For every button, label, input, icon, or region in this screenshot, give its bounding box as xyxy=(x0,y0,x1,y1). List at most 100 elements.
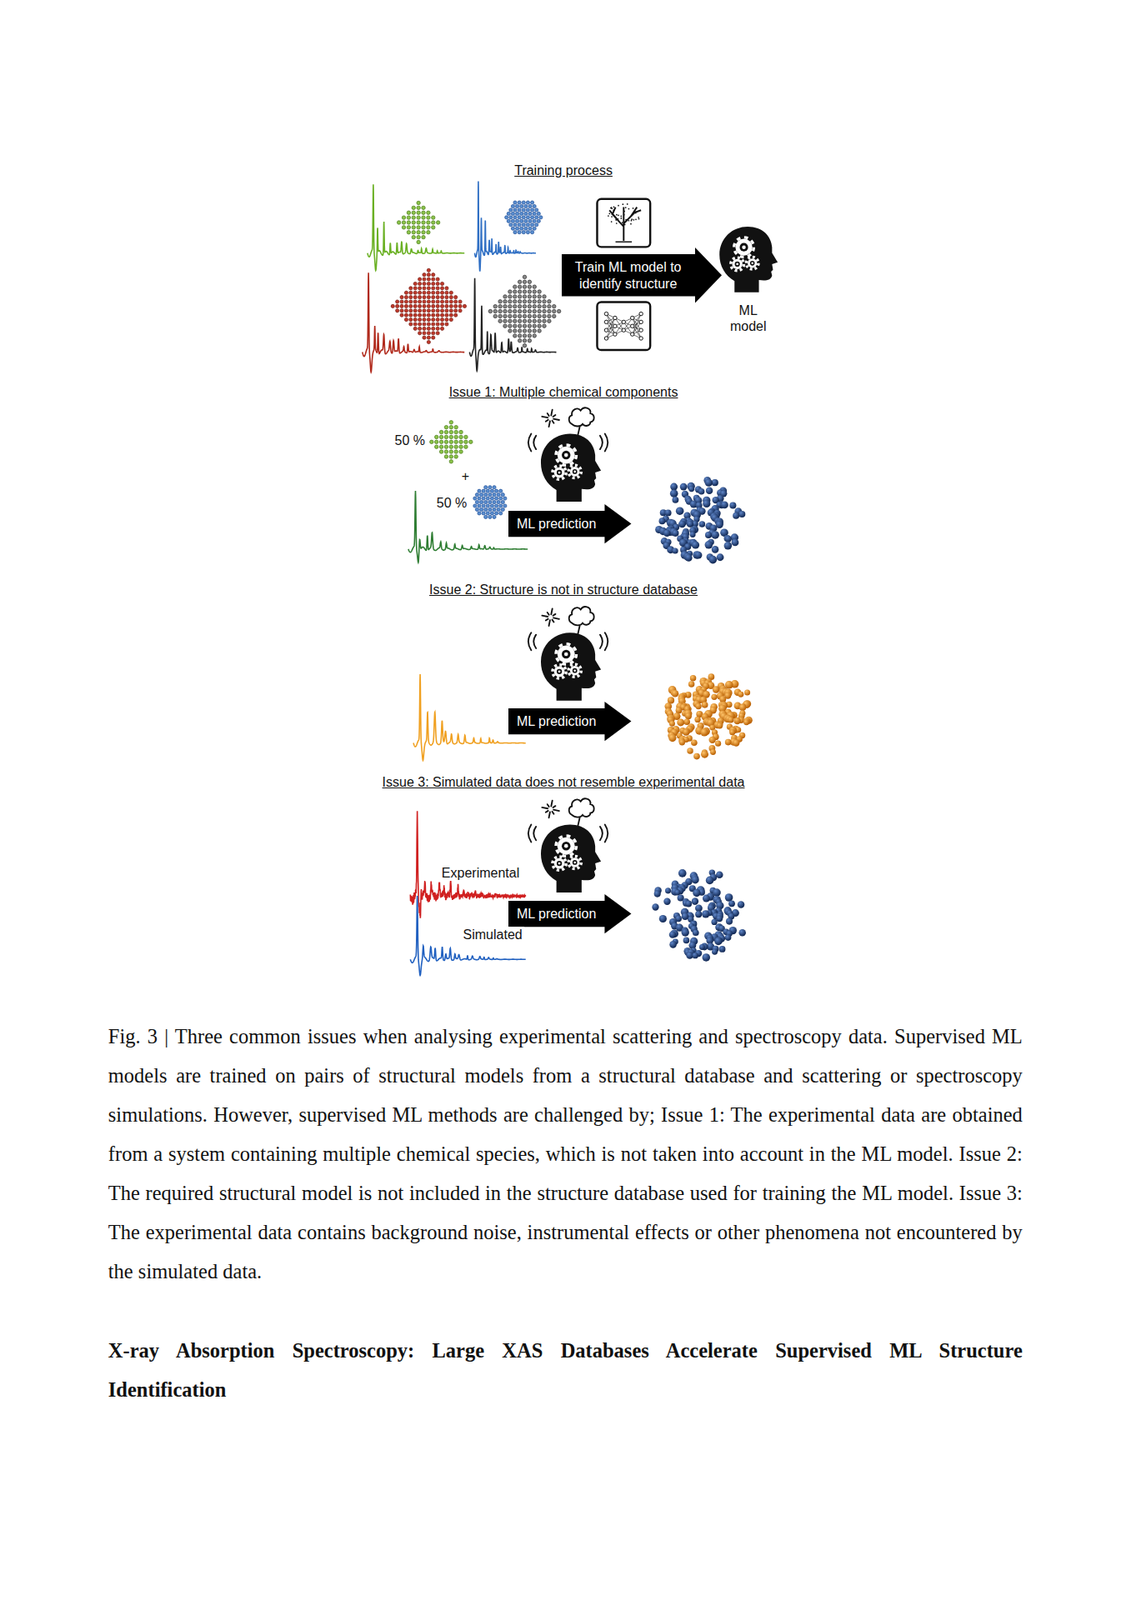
cluster-structure xyxy=(517,215,521,220)
lattice-structure xyxy=(527,339,531,343)
cluster-structure xyxy=(496,500,501,504)
lattice-structure xyxy=(395,300,400,304)
lattice-structure xyxy=(513,295,517,299)
cluster-structure xyxy=(517,208,521,212)
brain-head-icon xyxy=(569,407,595,426)
lattice-structure xyxy=(527,314,531,318)
lattice-structure xyxy=(409,295,413,300)
predicted-structure xyxy=(739,704,746,711)
predicted-structure xyxy=(743,717,751,725)
brain-head-icon xyxy=(552,465,566,480)
predicted-structure xyxy=(678,520,686,528)
lattice-structure xyxy=(431,335,436,340)
cluster-structure xyxy=(473,485,507,520)
brain-head-icon xyxy=(549,811,551,818)
lattice-structure xyxy=(400,300,404,304)
lattice-structure xyxy=(421,230,426,235)
neural-network-icon xyxy=(596,302,651,351)
predicted-structure xyxy=(725,934,732,941)
neural-network-icon xyxy=(639,311,643,316)
lattice-structure xyxy=(498,319,502,323)
lattice-structure xyxy=(440,326,444,331)
lattice-structure xyxy=(552,314,556,318)
cluster-structure xyxy=(500,500,505,504)
lattice-structure xyxy=(406,215,411,220)
brain-head-icon xyxy=(568,664,581,677)
brain-head-icon xyxy=(564,652,569,657)
brain-head-icon xyxy=(528,798,608,842)
brain-head-icon xyxy=(550,410,552,416)
lattice-structure xyxy=(416,230,421,235)
brain-head-icon xyxy=(577,817,580,826)
predicted-structure xyxy=(725,535,732,543)
lattice-structure xyxy=(439,445,443,449)
predicted-structure xyxy=(738,510,746,518)
decision-tree-icon xyxy=(615,241,633,243)
lattice-structure xyxy=(454,440,458,444)
decision-tree-icon xyxy=(620,217,623,220)
lattice-structure xyxy=(517,295,521,299)
lattice-structure xyxy=(431,277,436,281)
cluster-structure xyxy=(535,223,539,227)
lattice-structure xyxy=(411,215,416,220)
neural-network-icon xyxy=(615,321,624,335)
brain-head-icon xyxy=(731,259,742,270)
neural-network-icon xyxy=(604,320,608,324)
lattice-structure xyxy=(435,286,440,291)
lattice-structure xyxy=(508,314,512,318)
lattice-structure xyxy=(537,314,541,318)
brain-head-icon xyxy=(547,804,550,807)
lattice-structure xyxy=(532,319,536,323)
decision-tree-icon xyxy=(621,203,624,206)
predicted-structure xyxy=(727,716,734,723)
lattice-structure xyxy=(401,220,406,225)
lattice-structure xyxy=(422,290,426,295)
predicted-structure xyxy=(725,893,734,902)
predicted-structure xyxy=(681,928,690,936)
lattice-structure xyxy=(431,309,436,313)
predicted-structure xyxy=(705,876,715,886)
lattice-structure xyxy=(449,455,453,459)
lattice-structure xyxy=(418,286,422,291)
brain-head-icon xyxy=(540,632,601,701)
lattice-structure xyxy=(426,318,431,322)
cluster-structure xyxy=(520,211,524,216)
cluster-structure xyxy=(484,493,488,497)
predicted-structure xyxy=(711,545,720,554)
lattice-structure xyxy=(454,304,458,308)
decision-tree-icon xyxy=(635,218,637,221)
brain-head-icon xyxy=(554,665,566,677)
lattice-structure xyxy=(547,319,551,323)
lattice-structure xyxy=(542,300,546,304)
cluster-structure xyxy=(525,223,530,227)
lattice-structure xyxy=(537,329,541,333)
lattice-structure xyxy=(418,281,422,286)
cluster-structure xyxy=(490,496,494,501)
lattice-structure xyxy=(503,295,507,299)
predicted-structure xyxy=(743,719,750,726)
brain-head-icon xyxy=(750,262,753,265)
cluster-structure xyxy=(495,504,499,508)
predicted-structure xyxy=(654,890,661,898)
lattice-structure xyxy=(508,304,512,308)
neural-network-icon xyxy=(604,311,608,316)
predicted-structure xyxy=(719,945,726,953)
lattice-structure xyxy=(445,300,449,304)
lattice-structure xyxy=(459,450,463,454)
lattice-structure xyxy=(395,309,400,313)
model-label: ML model xyxy=(721,302,776,335)
cluster-structure xyxy=(485,511,490,516)
cluster-structure xyxy=(499,504,503,508)
brain-head-icon xyxy=(570,665,581,676)
brain-head-icon xyxy=(569,798,595,817)
cluster-structure xyxy=(485,496,490,501)
cluster-structure xyxy=(492,500,496,504)
lattice-structure xyxy=(458,309,462,313)
cluster-structure xyxy=(513,208,517,212)
neural-network-icon xyxy=(623,318,632,331)
decision-tree-icon xyxy=(636,210,639,213)
brain-head-icon xyxy=(735,263,739,266)
cluster-structure xyxy=(530,208,534,212)
lattice-structure xyxy=(503,300,507,304)
